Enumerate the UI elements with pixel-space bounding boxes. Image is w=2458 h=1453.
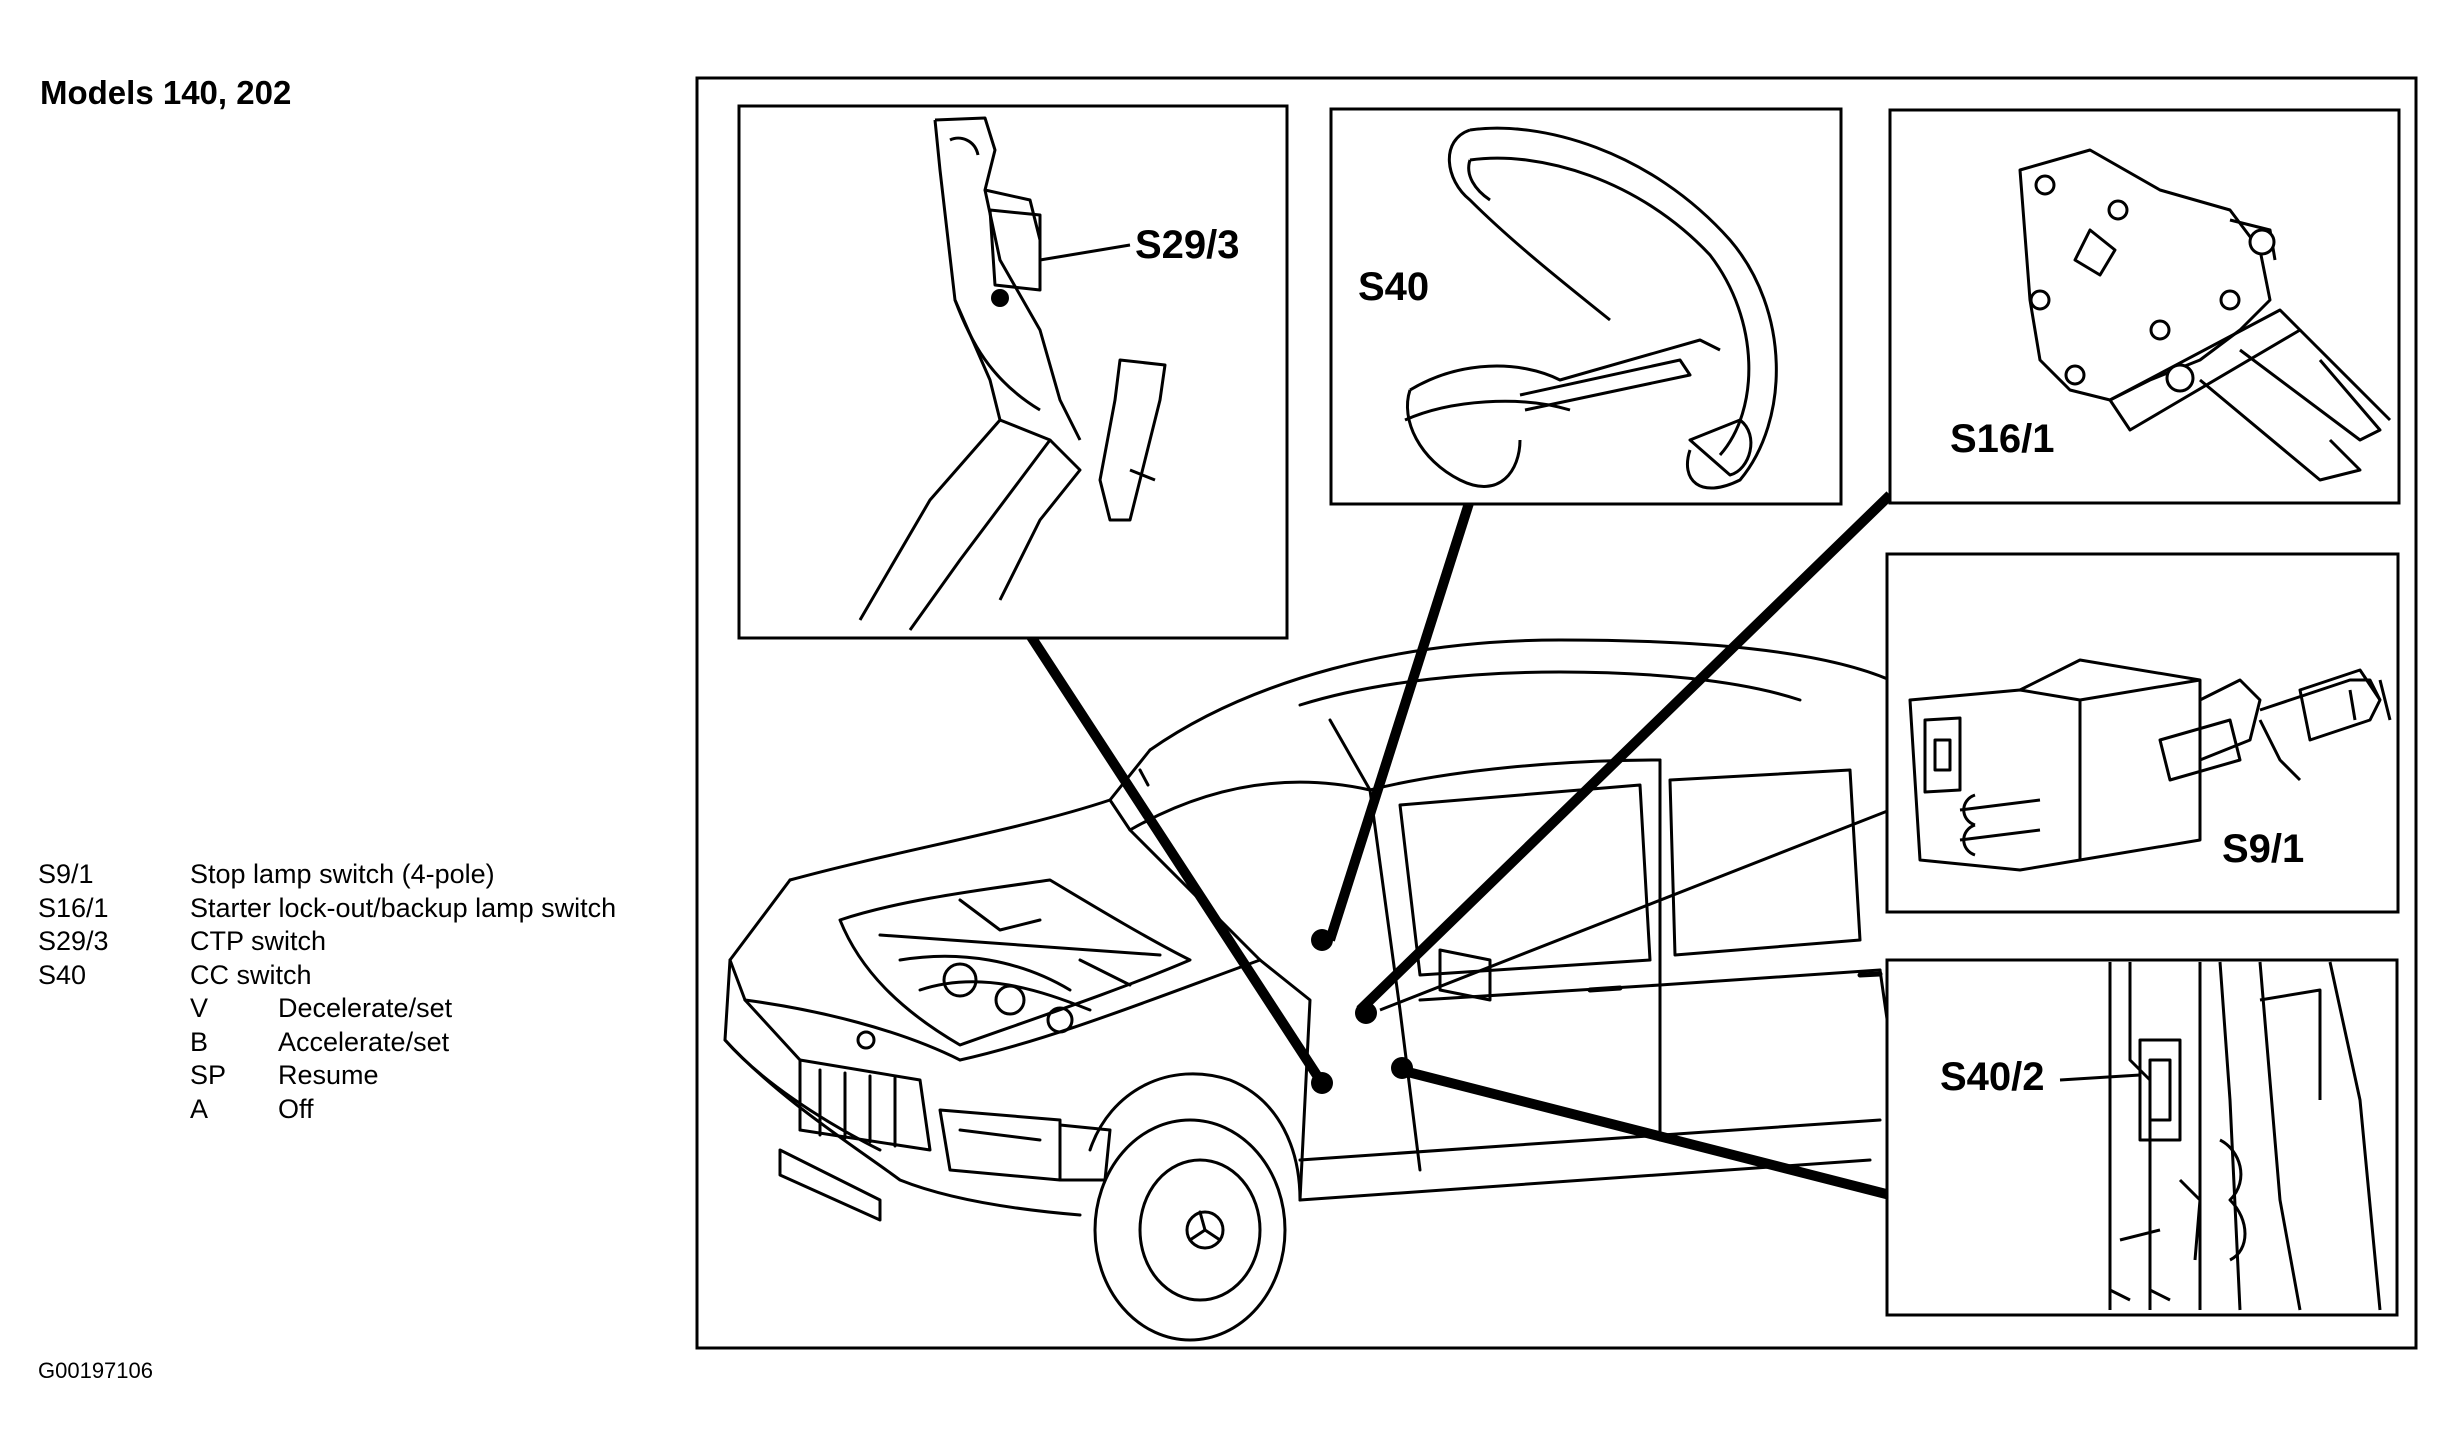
- location-dot: [1391, 1057, 1413, 1079]
- legend-subdesc: Resume: [278, 1060, 379, 1090]
- legend-subcode: SP: [190, 1060, 227, 1090]
- legend-code: S16/1: [38, 892, 109, 923]
- location-dot: [1311, 929, 1333, 951]
- location-dot: [1311, 1072, 1333, 1094]
- callout-s29-3: S29/3: [1135, 223, 1240, 267]
- leader-line-s40: [1325, 498, 1475, 942]
- legend-desc: Stop lamp switch (4-pole): [190, 859, 495, 889]
- callout-s40: S40: [1358, 265, 1429, 309]
- page-title: Models 140, 202: [40, 74, 292, 111]
- legend-subdesc: Decelerate/set: [278, 993, 453, 1023]
- legend-code: S40: [38, 959, 87, 990]
- inset-s40-2: S40/2: [1885, 958, 2399, 1317]
- legend-subdesc: Accelerate/set: [278, 1026, 450, 1057]
- legend-code: S29/3: [38, 926, 109, 956]
- callout-s9-1: S9/1: [2222, 827, 2304, 871]
- legend-subcode: V: [190, 993, 209, 1023]
- figure-id: G00197106: [38, 1358, 153, 1383]
- leader-line-s9-1: [1379, 808, 1891, 1012]
- legend-subcode: B: [190, 1026, 209, 1057]
- legend-desc: Starter lock-out/backup lamp switch: [190, 892, 617, 923]
- legend-desc: CC switch: [190, 959, 312, 990]
- callout-s40-2: S40/2: [1940, 1055, 2045, 1099]
- inset-s40: S40: [1329, 107, 1843, 506]
- inset-s9-1: S9/1: [1885, 552, 2400, 914]
- legend-desc: CTP switch: [190, 926, 327, 956]
- legend-subdesc: Off: [278, 1093, 314, 1124]
- leader-dots: [1311, 929, 1413, 1094]
- leader-lines: [1025, 491, 1894, 1200]
- callout-s16-1: S16/1: [1950, 417, 2055, 461]
- inset-s29-3: S29/3: [737, 104, 1289, 640]
- inset-s16-1: S16/1: [1888, 108, 2401, 505]
- diagram-frame: [695, 76, 2418, 1350]
- car-illustration: [723, 638, 1982, 1342]
- leader-line-s40-2: [1398, 1065, 1892, 1200]
- leader-line-s16-1: [1356, 491, 1894, 1014]
- location-dot: [1355, 1002, 1377, 1024]
- legend-code: S9/1: [38, 859, 94, 889]
- leader-line-s29-3: [1025, 632, 1325, 1083]
- legend-subcode: A: [190, 1093, 209, 1124]
